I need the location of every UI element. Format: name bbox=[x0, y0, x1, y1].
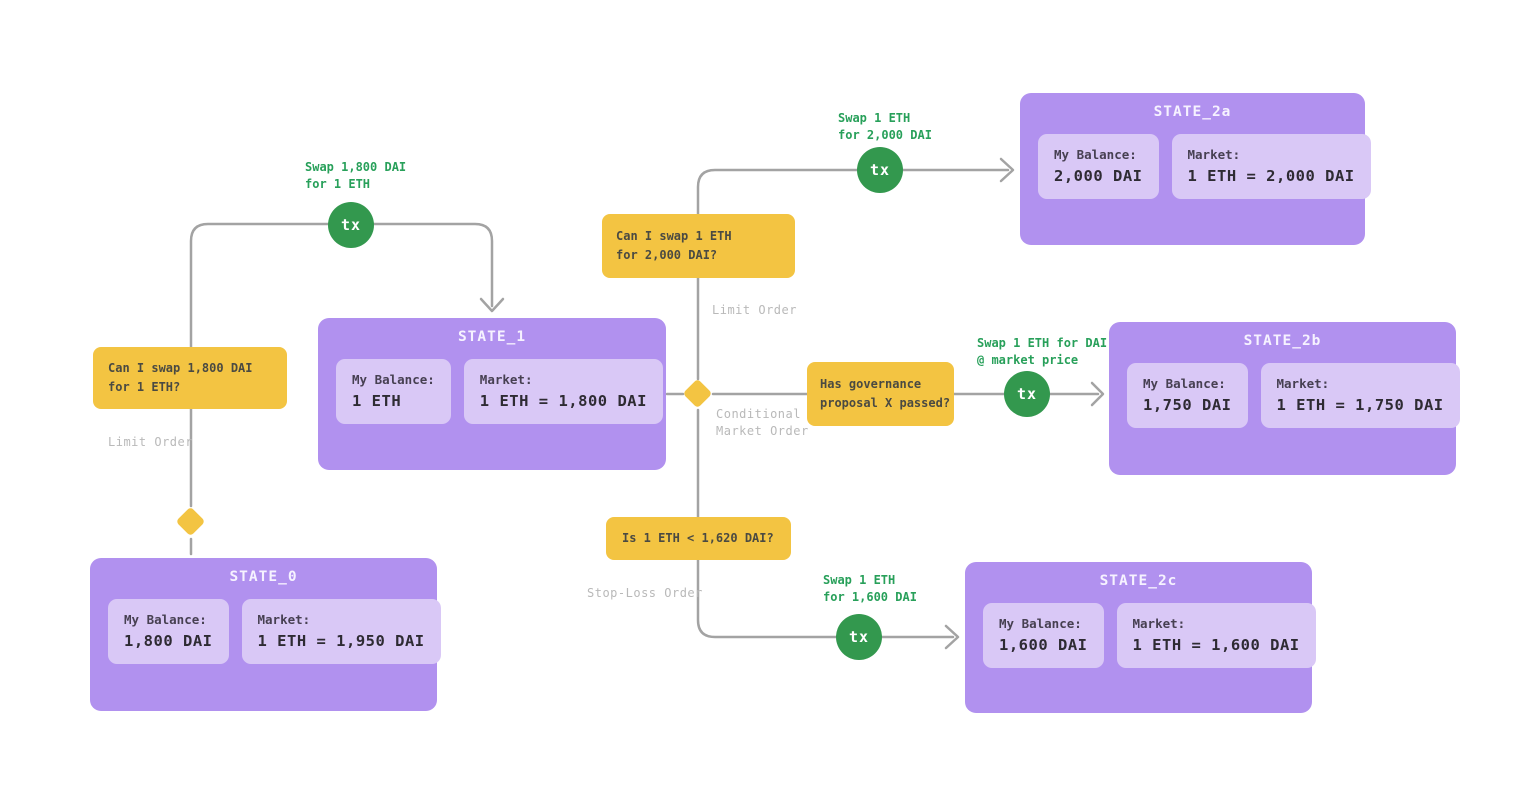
condition-box-governance: Has governance proposal X passed? bbox=[807, 362, 954, 426]
condition-box-limit-order-dai: Can I swap 1,800 DAI for 1 ETH? bbox=[93, 347, 287, 409]
balance-panel: My Balance: 2,000 DAI bbox=[1038, 134, 1159, 199]
balance-label: My Balance: bbox=[352, 372, 435, 387]
state-card-state-2c: STATE_2c My Balance: 1,600 DAI Market: 1… bbox=[965, 562, 1316, 713]
condition-line: Can I swap 1,800 DAI bbox=[108, 361, 253, 376]
condition-line: proposal X passed? bbox=[820, 396, 951, 410]
market-label: Market: bbox=[1187, 147, 1241, 162]
market-panel: Market: 1 ETH = 1,800 DAI bbox=[463, 359, 663, 424]
arrowhead-into-state2b bbox=[1090, 381, 1105, 407]
swap-label-2000-dai: Swap 1 ETH for 2,000 DAI bbox=[838, 111, 932, 142]
tx-icon: tx bbox=[836, 614, 882, 660]
market-value: 1 ETH = 1,800 DAI bbox=[479, 392, 647, 410]
balance-panel: My Balance: 1 ETH bbox=[336, 359, 451, 424]
state-title: STATE_2a bbox=[1153, 104, 1232, 120]
swap-label-market-price: Swap 1 ETH for DAI @ market price bbox=[977, 336, 1108, 367]
market-label: Market: bbox=[1132, 616, 1186, 631]
market-value: 1 ETH = 1,950 DAI bbox=[257, 632, 425, 650]
arrowhead-into-state2c bbox=[944, 624, 960, 650]
condition-line: for 1 ETH? bbox=[108, 380, 181, 394]
state-title: STATE_2c bbox=[1099, 573, 1178, 589]
state-title: STATE_2b bbox=[1243, 333, 1322, 349]
balance-panel: My Balance: 1,800 DAI bbox=[108, 599, 229, 664]
market-label: Market: bbox=[479, 372, 533, 387]
swap-label-1800-dai: Swap 1,800 DAI for 1 ETH bbox=[305, 160, 407, 191]
order-type-label-stop-loss: Stop-Loss Order bbox=[587, 586, 703, 600]
balance-value: 1,750 DAI bbox=[1143, 396, 1232, 414]
balance-label: My Balance: bbox=[999, 616, 1082, 631]
condition-box-stop-loss: Is 1 ETH < 1,620 DAI? bbox=[606, 517, 791, 560]
market-value: 1 ETH = 1,600 DAI bbox=[1132, 636, 1300, 654]
market-panel: Market: 1 ETH = 2,000 DAI bbox=[1171, 134, 1371, 199]
swap-label-1600-dai: Swap 1 ETH for 1,600 DAI bbox=[823, 573, 917, 604]
market-panel: Market: 1 ETH = 1,750 DAI bbox=[1260, 363, 1460, 428]
tx-icon: tx bbox=[1004, 371, 1050, 417]
condition-box-limit-order-eth: Can I swap 1 ETH for 2,000 DAI? bbox=[602, 214, 795, 278]
balance-value: 1 ETH bbox=[352, 392, 402, 410]
market-label: Market: bbox=[257, 612, 311, 627]
state-card-state-2a: STATE_2a My Balance: 2,000 DAI Market: 1… bbox=[1020, 93, 1371, 245]
state-card-state-0: STATE_0 My Balance: 1,800 DAI Market: 1 … bbox=[90, 558, 441, 711]
market-panel: Market: 1 ETH = 1,600 DAI bbox=[1116, 603, 1316, 668]
connector-stoploss bbox=[696, 408, 955, 639]
balance-panel: My Balance: 1,600 DAI bbox=[983, 603, 1104, 668]
balance-label: My Balance: bbox=[124, 612, 207, 627]
order-type-label-limit-left: Limit Order bbox=[108, 435, 193, 449]
balance-panel: My Balance: 1,750 DAI bbox=[1127, 363, 1248, 428]
market-value: 1 ETH = 2,000 DAI bbox=[1187, 167, 1355, 185]
state-title: STATE_0 bbox=[229, 569, 298, 585]
tx-icon: tx bbox=[328, 202, 374, 248]
arrowhead-into-state1 bbox=[479, 297, 505, 313]
market-value: 1 ETH = 1,750 DAI bbox=[1276, 396, 1444, 414]
balance-value: 2,000 DAI bbox=[1054, 167, 1143, 185]
arrowhead-into-state2a bbox=[999, 157, 1015, 183]
order-type-label-limit-mid: Limit Order bbox=[712, 303, 797, 317]
condition-line: Is 1 ETH < 1,620 DAI? bbox=[622, 531, 774, 546]
state-card-state-2b: STATE_2b My Balance: 1,750 DAI Market: 1… bbox=[1109, 322, 1460, 475]
tx-icon: tx bbox=[857, 147, 903, 193]
state-title: STATE_1 bbox=[457, 329, 527, 345]
balance-value: 1,800 DAI bbox=[124, 632, 213, 650]
condition-line: Can I swap 1 ETH bbox=[616, 229, 732, 244]
market-label: Market: bbox=[1276, 376, 1330, 391]
balance-value: 1,600 DAI bbox=[999, 636, 1088, 654]
balance-label: My Balance: bbox=[1143, 376, 1226, 391]
order-type-label-conditional: Conditional Market Order bbox=[716, 407, 809, 439]
condition-line: for 2,000 DAI? bbox=[616, 248, 718, 262]
state-card-state-1: STATE_1 My Balance: 1 ETH Market: 1 ETH … bbox=[318, 318, 666, 470]
condition-line: Has governance bbox=[820, 377, 922, 392]
connector-limit-mid bbox=[696, 168, 1010, 381]
market-panel: Market: 1 ETH = 1,950 DAI bbox=[241, 599, 441, 664]
balance-label: My Balance: bbox=[1054, 147, 1137, 162]
